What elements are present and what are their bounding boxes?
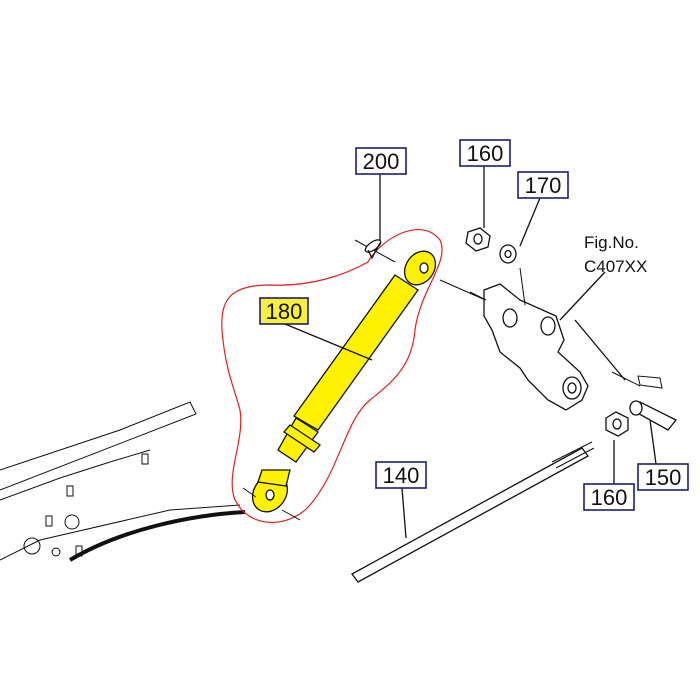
callout-180[interactable]: 180 [259, 297, 309, 325]
nut-160-bottom[interactable] [605, 411, 629, 437]
svg-text:180: 180 [266, 299, 303, 324]
callout-160-top[interactable]: 160 [459, 139, 511, 167]
svg-text:160: 160 [591, 485, 628, 510]
svg-text:160: 160 [467, 141, 504, 166]
figure-number-value: C407XX [584, 257, 647, 276]
leader-lines [284, 166, 657, 539]
nut-160-top[interactable] [465, 227, 491, 252]
callout-200[interactable]: 200 [355, 147, 407, 175]
washer-170[interactable] [499, 244, 517, 264]
clip-200[interactable] [363, 238, 382, 260]
callout-140[interactable]: 140 [375, 461, 427, 489]
highlight-outline [221, 229, 443, 523]
figure-reference: Fig.No. C407XX [584, 233, 647, 276]
callout-160-bottom[interactable]: 160 [583, 483, 635, 511]
callout-150[interactable]: 150 [637, 463, 689, 491]
bolt-150[interactable] [611, 371, 678, 431]
svg-text:140: 140 [383, 463, 420, 488]
bracket-assembly[interactable] [469, 267, 589, 411]
chassis-frame [0, 401, 246, 562]
svg-text:170: 170 [525, 173, 562, 198]
svg-text:150: 150 [645, 465, 682, 490]
gas-spring-180[interactable] [245, 245, 441, 518]
svg-text:200: 200 [363, 149, 400, 174]
callout-170[interactable]: 170 [517, 171, 569, 199]
rod-140[interactable] [351, 441, 595, 583]
figure-number-label: Fig.No. [584, 233, 639, 252]
